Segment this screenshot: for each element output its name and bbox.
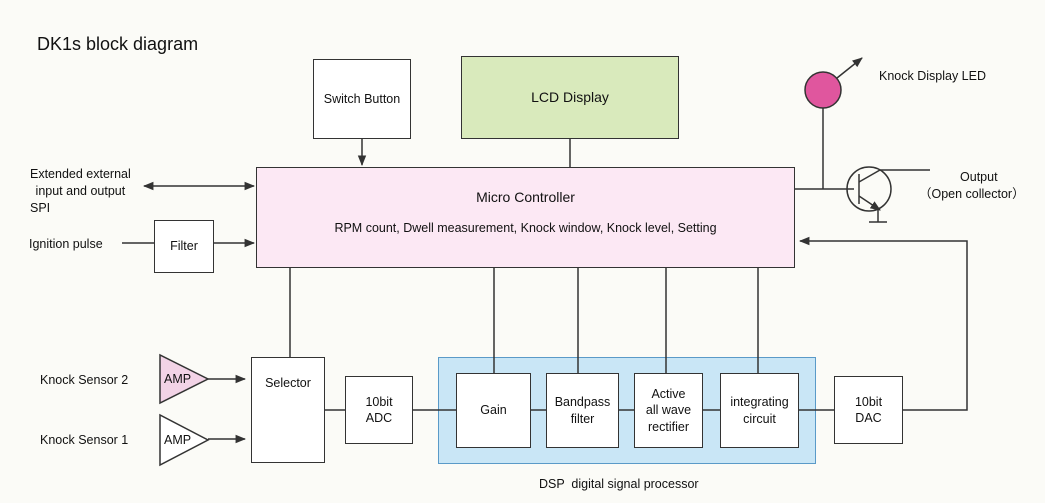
knock-sensor-1-label: Knock Sensor 1	[40, 433, 129, 447]
filter-block: Filter	[154, 220, 214, 273]
knock-sensor-2-label: Knock Sensor 2	[40, 373, 129, 387]
rectifier-line-2: all wave	[645, 403, 692, 418]
knock-led-label: Knock Display LED	[879, 69, 986, 83]
micro-controller-title: Micro Controller	[476, 189, 575, 205]
filter-label: Filter	[170, 239, 198, 254]
adc-block: 10bit ADC	[345, 376, 413, 444]
output-line-2: （Open collector）	[919, 186, 1025, 201]
rectifier-line-3: rectifier	[648, 419, 689, 434]
ignition-pulse-label: Ignition pulse	[29, 237, 103, 251]
knock-led-icon	[804, 71, 842, 109]
output-label: Output （Open collector）	[919, 169, 1025, 203]
diagram-title: DK1s block diagram	[37, 34, 199, 54]
bandpass-filter-block: Bandpass filter	[546, 373, 619, 448]
dac-line-2: DAC	[855, 411, 882, 425]
integrating-line-1: integrating	[730, 395, 789, 410]
transistor-collector	[858, 169, 881, 183]
rectifier-block: Active all wave rectifier	[634, 373, 703, 448]
integrating-line-2: circuit	[743, 411, 776, 426]
switch-button-label: Switch Button	[323, 91, 401, 106]
amp-1-triangle	[159, 413, 210, 467]
gain-block: Gain	[456, 373, 531, 448]
output-line-1: Output	[960, 170, 998, 184]
dac-line-1: 10bit	[854, 394, 883, 409]
dac-block: 10bit DAC	[834, 376, 903, 444]
ext-io-line-2: input and output	[35, 183, 126, 198]
integrating-circuit-block: integrating circuit	[720, 373, 799, 448]
transistor-emitter	[858, 195, 881, 211]
dsp-label: DSP digital signal processor	[539, 477, 699, 491]
adc-line-1: 10bit	[365, 394, 393, 409]
lcd-display-block: LCD Display	[461, 56, 679, 139]
switch-button-block: Switch Button	[313, 59, 411, 139]
ext-io-line-1: Extended external	[30, 167, 131, 181]
selector-block: Selector	[251, 357, 325, 463]
bandpass-line-1: Bandpass	[554, 395, 611, 410]
bandpass-line-2: filter	[570, 411, 595, 426]
amp-2-triangle	[159, 353, 210, 405]
amp-2-label: AMP	[164, 372, 192, 386]
rectifier-line-1: Active	[651, 387, 686, 402]
transistor-body	[846, 166, 892, 212]
micro-controller-block: Micro Controller RPM count, Dwell measur…	[256, 167, 795, 268]
adc-line-2: ADC	[365, 411, 393, 425]
ext-io-label: Extended external input and output SPI	[30, 166, 131, 217]
lcd-display-label: LCD Display	[531, 89, 609, 106]
micro-controller-functions: RPM count, Dwell measurement, Knock wind…	[334, 221, 717, 236]
selector-label: Selector	[265, 376, 311, 390]
ext-io-line-3: SPI	[30, 200, 51, 215]
amp-1-label: AMP	[164, 433, 192, 447]
gain-label: Gain	[480, 403, 507, 418]
wire-dac-feedback	[798, 236, 968, 411]
